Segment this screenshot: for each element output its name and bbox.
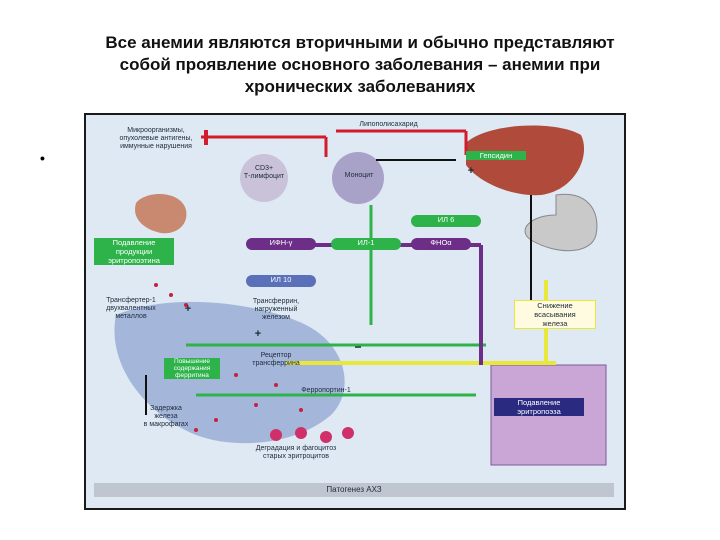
ferroportin-label: Ферропортин-1 bbox=[301, 387, 351, 394]
diagram-graphics bbox=[114, 125, 607, 466]
plus-sign-3: + bbox=[254, 328, 262, 340]
kidney-shape bbox=[135, 193, 187, 234]
macrophage-cell bbox=[114, 301, 345, 444]
liver-shape bbox=[466, 125, 585, 196]
plus-sign-2: + bbox=[184, 303, 192, 315]
monocyte-label: Моноцит bbox=[344, 172, 374, 179]
monocyte-cell bbox=[332, 152, 384, 204]
plus-sign-1: + bbox=[467, 165, 475, 177]
erythropoiesis-suppression-box: Подавление эритропоэза bbox=[494, 398, 584, 416]
decreased-absorption-box: Снижение всасывания железа bbox=[514, 300, 596, 329]
transferrin-receptor-label: Рецептор трансферрина bbox=[252, 352, 300, 367]
cd3-label: CD3+ Т-лимфоцит bbox=[243, 165, 285, 180]
diagram-frame: Микроорганизмы, опухолевые антигены, имм… bbox=[84, 113, 626, 510]
degradation-label: Деградация и фагоцитоз старых эритроцито… bbox=[255, 445, 337, 460]
il6-pill: ИЛ 6 bbox=[411, 215, 481, 227]
lipopolysaccharide-label: Липополисахарид bbox=[359, 121, 418, 128]
il10-pill: ИЛ 10 bbox=[246, 275, 316, 287]
cd3-cell bbox=[240, 154, 288, 202]
iron-retention-label: Задержка железа в макрофагах bbox=[143, 405, 189, 428]
hepcidin-box: Гепсидин bbox=[466, 151, 526, 160]
microorganisms-label: Микроорганизмы, опухолевые антигены, имм… bbox=[119, 127, 193, 150]
ifn-pill: ИФН-γ bbox=[246, 238, 316, 250]
bullet-mark: • bbox=[40, 150, 45, 166]
stomach-shape bbox=[524, 193, 598, 252]
erythropoietin-suppression-box: Подавление продукции эритропоэтина bbox=[94, 238, 174, 265]
page-title: Все анемии являются вторичными и обычно … bbox=[105, 33, 615, 96]
transferrin-bound-label: Трансферрин, нагруженный железом bbox=[252, 298, 300, 321]
tnf-pill: ФНОα bbox=[411, 238, 471, 250]
minus-sign: − bbox=[354, 340, 362, 354]
increased-ferritin-box: Повышение содержания ферритина bbox=[164, 358, 220, 379]
il1-pill: ИЛ-1 bbox=[331, 238, 401, 250]
caption-box: Патогенез АХЗ bbox=[94, 483, 614, 497]
dmt1-label: Трансфертер-1 двухвалентных металлов bbox=[106, 297, 156, 320]
